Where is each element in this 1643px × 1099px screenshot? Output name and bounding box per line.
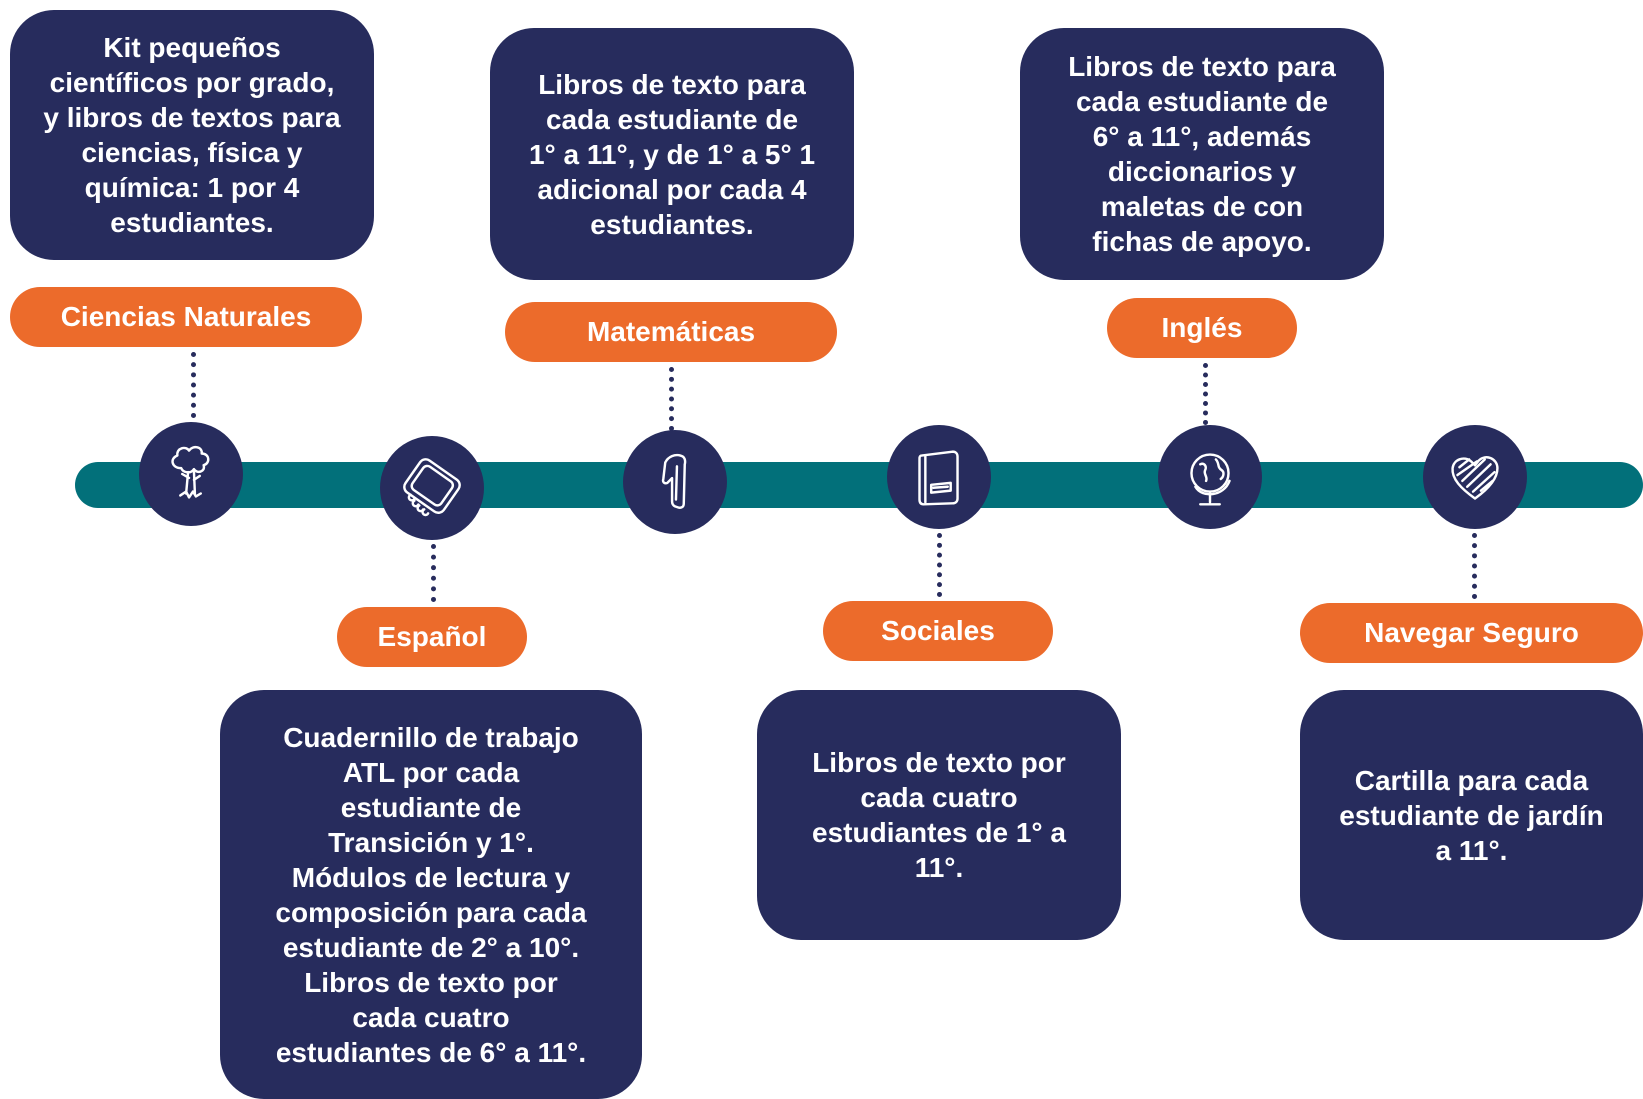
ciencias-naturales-icon-badge — [139, 422, 243, 526]
ingles-icon-badge — [1158, 425, 1262, 529]
heart-icon — [1451, 456, 1499, 500]
globe-icon — [1190, 453, 1231, 506]
matematicas-icon-badge — [623, 430, 727, 534]
navegar-seguro-connector — [1472, 533, 1477, 599]
navegar-seguro-icon-badge — [1423, 425, 1527, 529]
espanol-connector — [431, 544, 436, 602]
espanol-card: Cuadernillo de trabajo ATL por cada estu… — [220, 690, 642, 1099]
ciencias-naturales-card: Kit pequeños científicos por grado, y li… — [10, 10, 374, 260]
ingles-description: Libros de texto para cada estudiante de … — [1068, 51, 1336, 257]
sociales-label: Sociales — [823, 601, 1053, 661]
number-one-icon — [661, 453, 687, 509]
espanol-description: Cuadernillo de trabajo ATL por cada estu… — [275, 721, 587, 1068]
matematicas-label: Matemáticas — [505, 302, 837, 362]
sociales-card: Libros de texto por cada cuatro estudian… — [757, 690, 1121, 940]
ciencias-naturales-label: Ciencias Naturales — [10, 287, 362, 347]
sociales-connector — [937, 533, 942, 597]
sociales-description: Libros de texto por cada cuatro estudian… — [812, 747, 1066, 883]
matematicas-description: Libros de texto para cada estudiante de … — [528, 68, 816, 240]
sociales-icon-badge — [887, 425, 991, 529]
timeline-bar — [75, 462, 1643, 508]
tree-icon — [171, 445, 210, 499]
book-icon — [918, 450, 959, 506]
navegar-seguro-description: Cartilla para cada estudiante de jardín … — [1339, 764, 1604, 866]
ingles-connector — [1203, 363, 1208, 425]
notebook-icon — [403, 458, 461, 517]
ingles-card: Libros de texto para cada estudiante de … — [1020, 28, 1384, 280]
ingles-label: Inglés — [1107, 298, 1297, 358]
ciencias-naturales-connector — [191, 352, 196, 418]
navegar-seguro-label: Navegar Seguro — [1300, 603, 1643, 663]
matematicas-connector — [669, 367, 674, 431]
espanol-icon-badge — [380, 436, 484, 540]
espanol-label: Español — [337, 607, 527, 667]
matematicas-card: Libros de texto para cada estudiante de … — [490, 28, 854, 280]
ciencias-naturales-description: Kit pequeños científicos por grado, y li… — [43, 32, 341, 238]
navegar-seguro-card: Cartilla para cada estudiante de jardín … — [1300, 690, 1643, 940]
